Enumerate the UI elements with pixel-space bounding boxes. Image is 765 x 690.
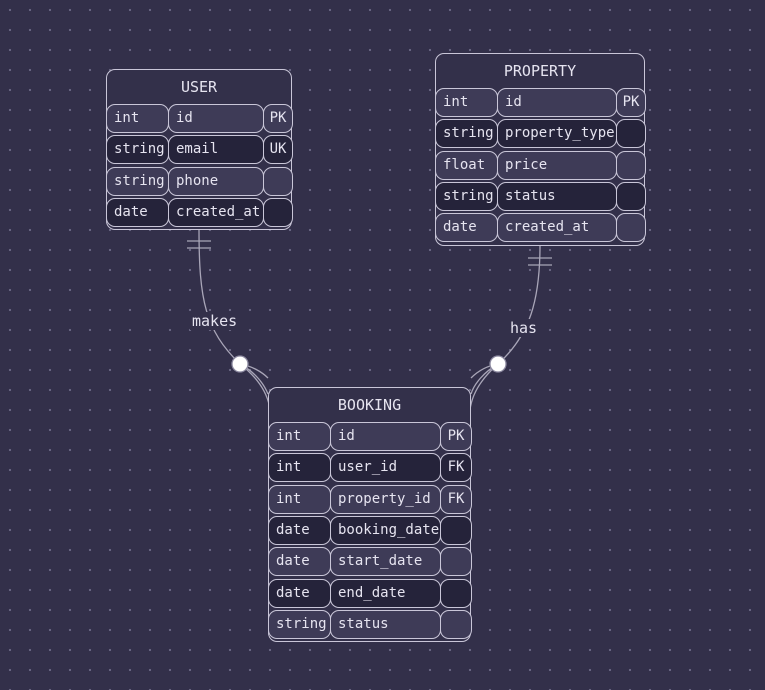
attribute-type: float bbox=[435, 150, 498, 180]
attribute-type: int bbox=[268, 484, 331, 514]
attribute-name: price bbox=[497, 150, 617, 180]
attribute-key bbox=[440, 515, 472, 545]
entity-title: USER bbox=[180, 78, 218, 96]
attribute-type: int bbox=[435, 88, 498, 117]
attribute-name: user_id bbox=[330, 453, 441, 483]
attribute-name: start_date bbox=[330, 547, 441, 577]
attribute-type: int bbox=[268, 422, 331, 451]
attribute-key: UK bbox=[263, 135, 293, 165]
attribute-type: int bbox=[268, 453, 331, 483]
attribute-key: PK bbox=[440, 422, 472, 451]
attribute-key: PK bbox=[263, 104, 293, 133]
attribute-name: booking_date bbox=[330, 515, 441, 545]
attribute-name: end_date bbox=[330, 578, 441, 608]
attribute-type: date bbox=[106, 197, 169, 227]
attribute-key bbox=[616, 150, 646, 180]
attribute-type: string bbox=[268, 609, 331, 639]
attribute-type: int bbox=[106, 104, 169, 133]
attribute-type: date bbox=[268, 578, 331, 608]
attribute-name: created_at bbox=[497, 213, 617, 243]
attribute-name: created_at bbox=[168, 197, 264, 227]
attribute-key bbox=[616, 213, 646, 243]
attribute-type: date bbox=[435, 213, 498, 243]
attribute-name: id bbox=[330, 422, 441, 451]
entity-title: PROPERTY bbox=[503, 62, 577, 80]
attribute-key: FK bbox=[440, 484, 472, 514]
attribute-name: email bbox=[168, 135, 264, 165]
relationship-label: has bbox=[508, 319, 540, 337]
attribute-key: PK bbox=[616, 88, 646, 117]
attribute-type: string bbox=[435, 181, 498, 211]
attribute-name: id bbox=[168, 104, 264, 133]
attribute-key bbox=[263, 197, 293, 227]
relationship-line bbox=[497, 244, 541, 365]
attribute-name: property_type bbox=[497, 119, 617, 149]
attribute-name: id bbox=[497, 88, 617, 117]
cardinality-zero-mark bbox=[489, 355, 507, 373]
relationship-label: makes bbox=[190, 312, 240, 330]
attribute-type: string bbox=[106, 166, 169, 196]
attribute-type: date bbox=[268, 547, 331, 577]
attribute-key bbox=[263, 166, 293, 196]
attribute-name: property_id bbox=[330, 484, 441, 514]
cardinality-zero-mark bbox=[231, 355, 249, 373]
attribute-type: string bbox=[435, 119, 498, 149]
attribute-key bbox=[440, 578, 472, 608]
attribute-name: phone bbox=[168, 166, 264, 196]
attribute-key bbox=[616, 119, 646, 149]
attribute-name: status bbox=[330, 609, 441, 639]
attribute-key bbox=[616, 181, 646, 211]
entity-title: BOOKING bbox=[337, 396, 402, 414]
attribute-key: FK bbox=[440, 453, 472, 483]
attribute-name: status bbox=[497, 181, 617, 211]
relationship-line bbox=[198, 228, 241, 365]
relationship-user-booking[interactable] bbox=[187, 228, 271, 411]
attribute-key bbox=[440, 547, 472, 577]
attribute-key bbox=[440, 609, 472, 639]
attribute-type: date bbox=[268, 515, 331, 545]
attribute-type: string bbox=[106, 135, 169, 165]
